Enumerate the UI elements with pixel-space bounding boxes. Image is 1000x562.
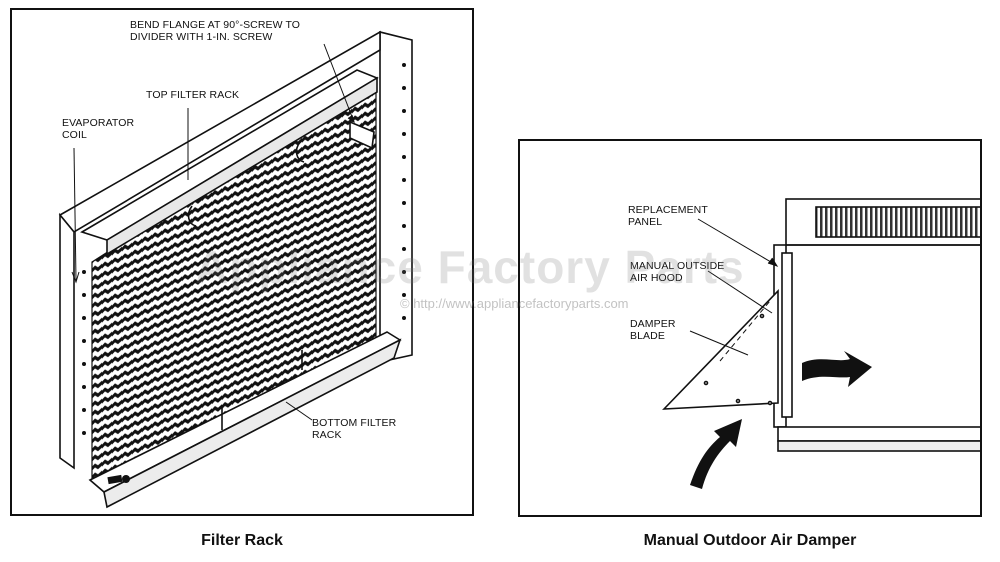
label-evaporator-1: EVAPORATOR (62, 117, 134, 129)
outside-air-hood (662, 289, 779, 410)
label-bend-flange-1: BEND FLANGE AT 90°-SCREW TO (130, 19, 300, 31)
top-filter-rack (80, 69, 379, 256)
leader-lines (71, 43, 355, 421)
frame-screw-holes (82, 63, 406, 435)
filter-rack-caption: Filter Rack (201, 532, 283, 549)
label-bottom-filter-2: RACK (312, 429, 342, 441)
bottom-filter-rack (88, 331, 402, 509)
label-bend-flange-2: DIVIDER WITH 1-IN. SCREW (130, 31, 272, 43)
label-damper-1: DAMPER (630, 318, 676, 330)
airflow-in-arrow-icon (690, 419, 742, 489)
air-damper-caption: Manual Outdoor Air Damper (643, 532, 857, 549)
filter-rack-panel: BEND FLANGE AT 90°-SCREW TO DIVIDER WITH… (10, 8, 474, 516)
label-replacement-2: PANEL (628, 216, 662, 228)
coil-frame (58, 30, 413, 470)
leader-lines (689, 218, 779, 356)
airflow-out-arrow-icon (802, 351, 872, 387)
screw-icon (107, 474, 130, 485)
label-top-filter-rack: TOP FILTER RACK (146, 89, 239, 101)
label-replacement-1: REPLACEMENT (628, 204, 708, 216)
filter-rack-drawing: BEND FLANGE AT 90°-SCREW TO DIVIDER WITH… (58, 19, 413, 509)
label-evaporator-2: COIL (62, 129, 87, 141)
air-damper-drawing: REPLACEMENT PANEL MANUAL OUTSIDE AIR HOO… (628, 198, 980, 489)
label-hood-2: AIR HOOD (630, 272, 683, 284)
label-bottom-filter-1: BOTTOM FILTER (312, 417, 397, 429)
label-damper-2: BLADE (630, 330, 665, 342)
label-hood-1: MANUAL OUTSIDE (630, 260, 724, 272)
unit-cabinet (773, 198, 980, 452)
air-damper-panel: REPLACEMENT PANEL MANUAL OUTSIDE AIR HOO… (518, 139, 982, 517)
